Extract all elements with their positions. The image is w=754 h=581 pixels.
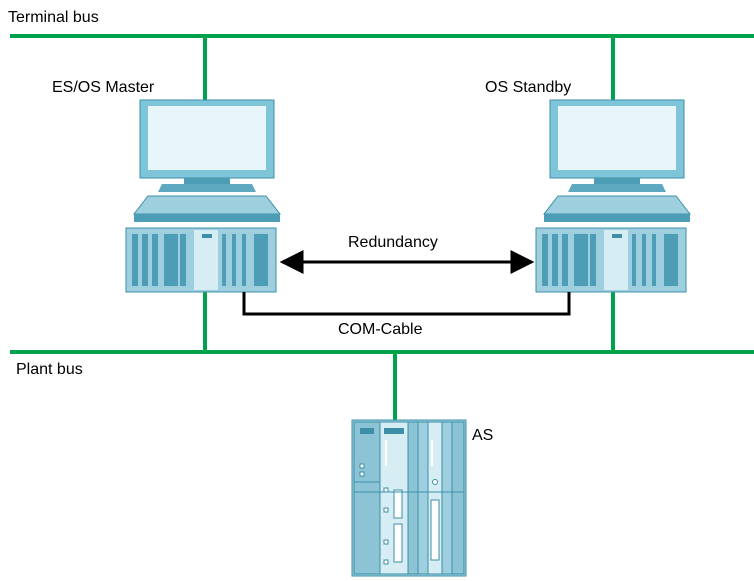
master-keyboard (132, 195, 282, 222)
master-monitor (139, 99, 275, 192)
standby-monitor (549, 99, 685, 192)
terminal-bus-line (10, 34, 754, 38)
standby-plant-drop (611, 292, 615, 352)
master-workstation (125, 99, 282, 293)
master-terminal-drop (203, 36, 207, 104)
master-plant-drop (203, 292, 207, 352)
redundancy-label: Redundancy (348, 234, 438, 251)
plant-bus-line (10, 350, 754, 354)
master-station-label: ES/OS Master (52, 79, 155, 96)
terminal-bus-label: Terminal bus (8, 9, 99, 26)
com-cable-label: COM-Cable (338, 321, 423, 338)
com-cable-line (242, 292, 571, 316)
standby-keyboard (542, 195, 692, 222)
master-pc-unit (125, 227, 277, 293)
as-label: AS (472, 427, 493, 444)
as-plant-drop (393, 352, 397, 420)
standby-workstation (535, 99, 692, 293)
standby-terminal-drop (611, 36, 615, 104)
as-controller-rack (351, 419, 467, 577)
standby-pc-unit (535, 227, 687, 293)
standby-station-label: OS Standby (485, 79, 571, 96)
plant-bus-label: Plant bus (16, 361, 83, 378)
